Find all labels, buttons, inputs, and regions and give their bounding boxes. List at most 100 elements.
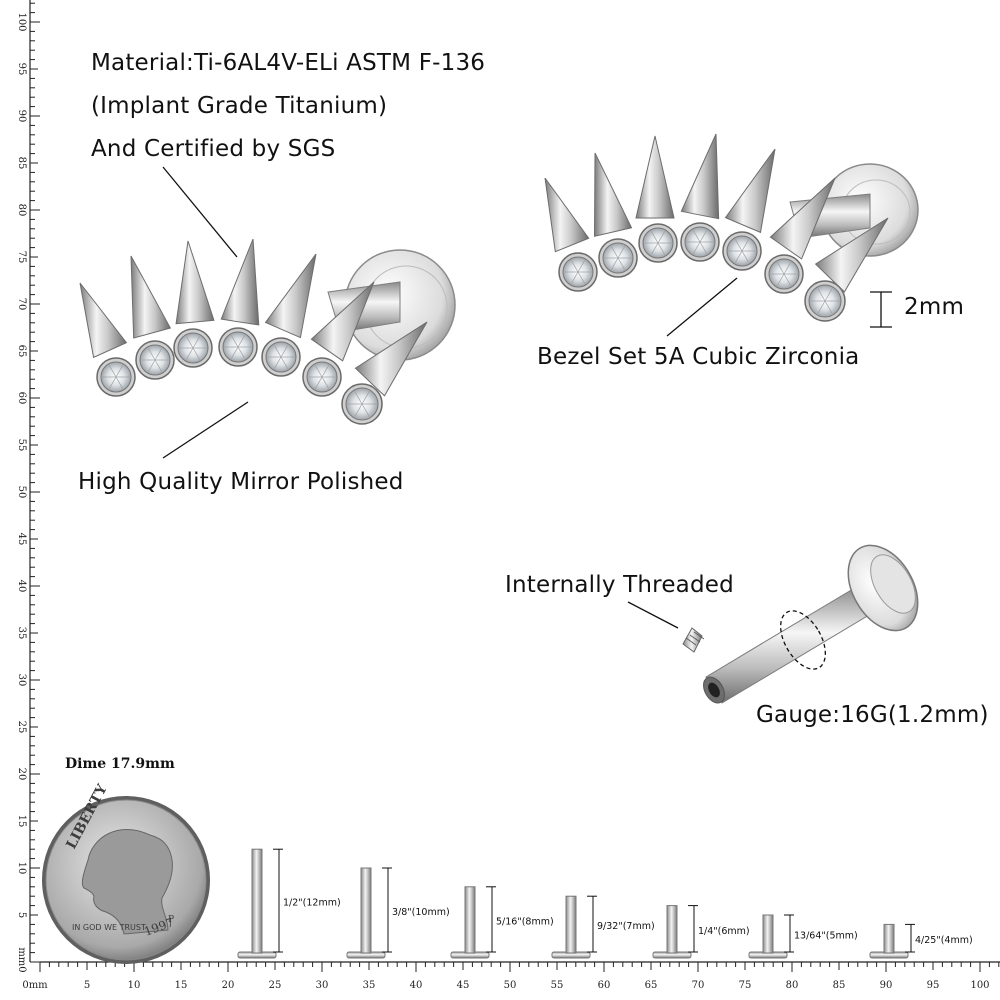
spike: [310, 281, 375, 362]
length-label: 1/4"(6mm): [698, 926, 750, 937]
spike: [130, 255, 172, 339]
gem-facet: [824, 288, 833, 302]
gem-facet: [354, 403, 363, 417]
vertical-mark-label: 20: [16, 768, 27, 781]
threaded-screw: [682, 627, 703, 653]
coin-motto-text: IN GOD WE TRUST: [72, 923, 146, 932]
spike-labret-front-view: [544, 133, 919, 328]
gauge-label: Gauge:16G(1.2mm): [756, 702, 989, 728]
threaded-callout-line: [627, 601, 679, 629]
length-label: 13/64"(5mm): [794, 931, 858, 942]
post-length-item: 5/16"(8mm): [450, 886, 554, 959]
ruler-mark-label: 20: [222, 980, 235, 991]
post-length-item: 4/25"(4mm): [869, 923, 973, 959]
material-label-line3: And Certified by SGS: [91, 136, 336, 162]
gem-facet: [280, 356, 289, 369]
gem-facet: [147, 348, 156, 361]
spike: [354, 321, 428, 397]
ruler-mark-label: 100: [970, 980, 989, 991]
gem-facet: [692, 241, 701, 254]
vertical-mark-label: 60: [16, 392, 27, 405]
post-shaft: [360, 867, 372, 954]
gem-facet: [699, 230, 708, 243]
gem-facet: [230, 346, 239, 359]
ruler-mark-label: 40: [410, 980, 423, 991]
polish-callout-line: [162, 401, 249, 459]
spike: [175, 240, 215, 325]
gem-facet: [185, 336, 194, 349]
screw-thread: [693, 631, 705, 640]
gem-facet: [237, 335, 246, 348]
gem-facet: [734, 250, 743, 263]
gem-facet: [314, 376, 323, 389]
vertical-mark-label: 10: [16, 862, 27, 875]
spike: [79, 282, 128, 359]
vertical-mark-label: 55: [16, 439, 27, 452]
gem-facet: [741, 239, 750, 252]
ruler-mark-label: 25: [269, 980, 282, 991]
gem-facet: [776, 273, 785, 286]
post-shaft: [883, 923, 895, 954]
gem-facet: [115, 365, 124, 378]
gem-facet: [776, 262, 785, 275]
ruler-mark-label: 65: [645, 980, 658, 991]
post-shaft: [666, 905, 678, 954]
threaded-label: Internally Threaded: [505, 572, 734, 598]
vertical-mark-label: 95: [16, 63, 27, 76]
spike: [769, 177, 836, 260]
gem-facet: [154, 348, 163, 361]
gem-facet: [577, 271, 586, 284]
material-label-line1: Material:Ti-6AL4V-ELi ASTM F-136: [91, 50, 486, 76]
post-length-options: 1/2"(12mm) 3/8"(10mm)5/16"(8mm) 9/32"(7mm)…: [237, 848, 973, 959]
gem-facet: [354, 391, 363, 405]
ruler-mark-label: 5: [84, 980, 90, 991]
vertical-zero-label: mm0: [16, 947, 27, 972]
post-shaft: [762, 914, 774, 954]
coin-mint-mark: P: [168, 915, 174, 925]
gem-facet: [192, 336, 201, 349]
vertical-mark-label: 30: [16, 674, 27, 687]
vertical-mark-label: 70: [16, 298, 27, 311]
post-length-item: 3/8"(10mm): [346, 867, 450, 959]
gem-facet: [617, 246, 626, 259]
gem-facet: [570, 271, 579, 284]
post-length-item: 13/64"(5mm): [748, 914, 858, 959]
ruler-mark-label: 85: [833, 980, 846, 991]
threaded-post: [682, 544, 919, 704]
post-shaft: [705, 585, 875, 704]
spike: [544, 177, 590, 253]
vertical-mark-label: 40: [16, 580, 27, 593]
gem-facet: [817, 288, 826, 302]
vertical-mark-label: 50: [16, 486, 27, 499]
vertical-mark-label: 5: [16, 912, 27, 918]
screw-thread: [685, 637, 697, 646]
material-label-line2: (Implant Grade Titanium): [91, 93, 388, 119]
spike: [724, 148, 776, 234]
vertical-mark-label: 90: [16, 110, 27, 123]
screw-thread: [689, 634, 701, 643]
ruler-mark-label: 45: [457, 980, 470, 991]
spike: [264, 253, 317, 339]
spike: [680, 133, 720, 220]
vertical-mark-label: 15: [16, 815, 27, 828]
vertical-mark-label: 80: [16, 204, 27, 217]
gem-facet: [817, 300, 826, 314]
gem-facet: [361, 403, 370, 417]
ruler-mark-label: 10: [128, 980, 141, 991]
length-label: 1/2"(12mm): [283, 898, 341, 909]
gem-facet: [154, 359, 163, 372]
post-shaft: [565, 895, 577, 954]
callout-lines: [162, 166, 738, 629]
length-label: 9/32"(7mm): [597, 921, 655, 932]
polish-label: High Quality Mirror Polished: [78, 469, 404, 495]
gem-facet: [610, 246, 619, 259]
ruler-mark-label: 70: [692, 980, 705, 991]
ruler-mark-label: 15: [175, 980, 188, 991]
gem-facet: [147, 359, 156, 372]
gem-facet: [783, 273, 792, 286]
gem-facet: [108, 376, 117, 389]
gem-facet: [577, 260, 586, 273]
thread-hole: [708, 682, 720, 698]
